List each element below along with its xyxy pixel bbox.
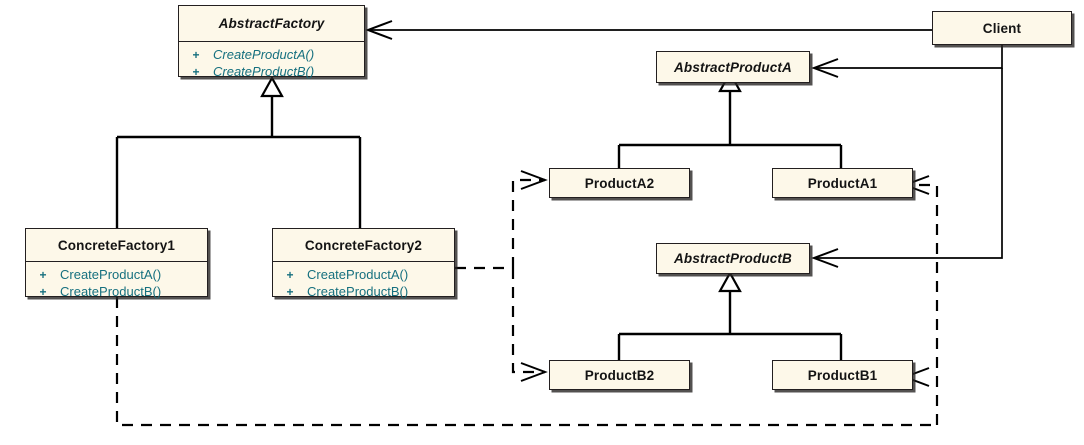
association-client-to-abstract-factory [365,20,932,40]
operation-signature: CreateProductA() [307,267,409,282]
visibility-marker: + [286,284,294,299]
visibility-marker: + [192,64,200,79]
visibility-marker: + [192,47,200,62]
operations-compartment-concrete-factory-2: + CreateProductA() + CreateProductB() [273,262,454,303]
class-box-product-b1[interactable]: ProductB1 [772,360,913,390]
compartment-divider [179,41,364,42]
operation-signature: CreateProductB() [213,64,315,79]
operation-signature: CreateProductA() [60,267,162,282]
class-box-abstract-product-a[interactable]: AbstractProductA [656,51,810,83]
open-arrowhead-icon [811,58,839,78]
visibility-marker: + [39,284,47,299]
open-arrowhead-icon [811,248,839,268]
class-name-product-a2: ProductA2 [584,175,655,191]
open-arrowhead-icon [365,20,393,40]
class-name-client: Client [982,20,1022,36]
open-arrowhead-icon [520,362,548,382]
operation-row: + CreateProductB() [273,283,454,300]
class-name-concrete-factory-2: ConcreteFactory2 [304,237,423,253]
class-box-abstract-factory[interactable]: AbstractFactory + CreateProductA() + Cre… [178,5,365,79]
operation-signature: CreateProductB() [307,284,409,299]
generalization-products-b-to-abstract-product-b [617,270,843,360]
operation-row: + CreateProductA() [26,266,207,283]
dependency-concrete-factory-2-to-products-2 [455,170,548,382]
operation-signature: CreateProductA() [213,47,315,62]
class-box-product-b2[interactable]: ProductB2 [549,360,690,390]
operation-row: + CreateProductB() [179,63,364,80]
class-name-abstract-product-b: AbstractProductB [674,251,792,266]
class-box-product-a1[interactable]: ProductA1 [772,168,913,198]
visibility-marker: + [39,267,47,282]
generalization-triangle-icon [260,75,284,98]
operation-row: + CreateProductA() [179,46,364,63]
visibility-marker: + [286,267,294,282]
open-arrowhead-icon [520,170,548,190]
compartment-divider [26,261,207,262]
class-name-concrete-factory-1: ConcreteFactory1 [57,237,176,253]
operations-compartment-abstract-factory: + CreateProductA() + CreateProductB() [179,42,364,83]
compartment-divider [273,261,454,262]
association-client-to-abstract-product-b [811,68,1003,268]
class-name-abstract-product-a: AbstractProductA [674,59,792,75]
class-box-concrete-factory-1[interactable]: ConcreteFactory1 + CreateProductA() + Cr… [25,228,208,299]
class-box-product-a2[interactable]: ProductA2 [549,168,690,198]
generalization-triangle-icon [718,270,742,293]
class-name-product-a1: ProductA1 [807,175,878,191]
class-box-abstract-product-b[interactable]: AbstractProductB [656,243,810,274]
generalization-concrete-factories-to-abstract-factory [115,75,362,228]
class-name-product-b2: ProductB2 [584,367,655,383]
generalization-products-a-to-abstract-product-a [617,70,843,168]
association-client-to-abstract-product-a [811,45,1003,78]
class-name-abstract-factory: AbstractFactory [218,16,325,31]
operation-row: + CreateProductB() [26,283,207,300]
operation-signature: CreateProductB() [60,284,162,299]
class-name-product-b1: ProductB1 [807,367,878,383]
class-box-client[interactable]: Client [932,11,1072,45]
operation-row: + CreateProductA() [273,266,454,283]
class-box-concrete-factory-2[interactable]: ConcreteFactory2 + CreateProductA() + Cr… [272,228,455,299]
operations-compartment-concrete-factory-1: + CreateProductA() + CreateProductB() [26,262,207,303]
